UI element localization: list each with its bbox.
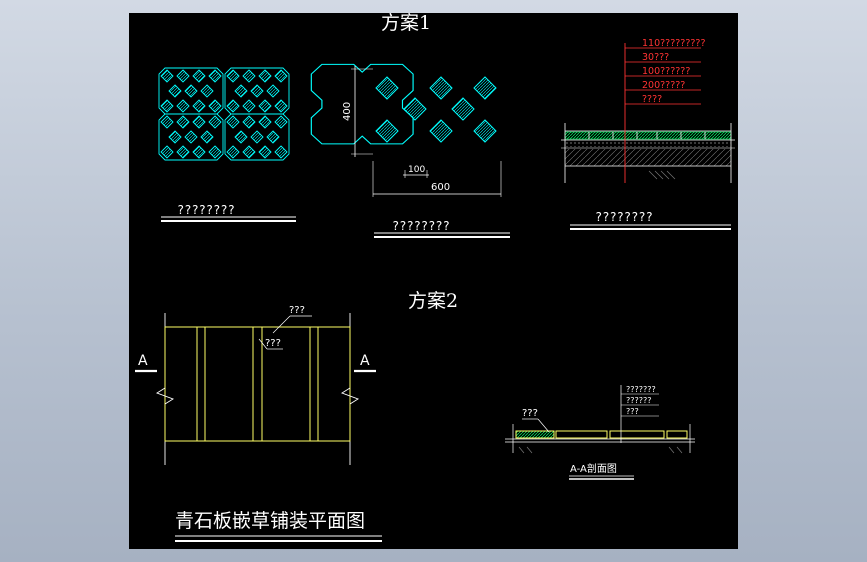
plan-callout-bottom: ??? bbox=[265, 338, 281, 349]
plan-callout-top: ??? bbox=[289, 305, 305, 316]
grass-pocket bbox=[274, 99, 288, 113]
section-callout: ??? bbox=[522, 408, 538, 419]
stone-slab-plan: A A ??? ??? bbox=[135, 305, 376, 465]
grass-pocket bbox=[160, 145, 174, 159]
grass-pocket bbox=[160, 69, 174, 83]
scheme2-title: 方案2 bbox=[408, 290, 458, 312]
grass-pocket bbox=[266, 84, 280, 98]
dim-width-label: 600 bbox=[431, 182, 450, 193]
caption-left: ???????? bbox=[177, 203, 235, 217]
grass-pocket bbox=[208, 99, 222, 113]
grass-pocket bbox=[274, 69, 288, 83]
layer-labels: 110????????? 30??? 100?????? 200????????? bbox=[625, 38, 706, 105]
grass-pocket bbox=[234, 84, 248, 98]
layer-label: 200????? bbox=[642, 80, 685, 91]
section-mark-right: A bbox=[360, 353, 370, 369]
grass-pocket bbox=[226, 115, 240, 129]
grass-pocket bbox=[266, 130, 280, 144]
grass-pocket bbox=[160, 99, 174, 113]
layer-label: 100?????? bbox=[642, 66, 690, 77]
section-layer-label: ??? bbox=[626, 407, 639, 416]
scheme1-title: 方案1 bbox=[381, 13, 431, 34]
grass-pocket bbox=[451, 97, 475, 121]
grass-pocket bbox=[242, 115, 256, 129]
grass-pocket bbox=[184, 84, 198, 98]
section-mark-left: A bbox=[138, 353, 148, 369]
layer-label: ???? bbox=[642, 94, 662, 105]
section-layer-labels: ???????????????? bbox=[621, 385, 659, 417]
caption-right: ???????? bbox=[595, 210, 653, 224]
grass-pocket bbox=[176, 99, 190, 113]
tile-outline bbox=[224, 113, 290, 161]
tile-outline bbox=[158, 113, 224, 161]
grass-pocket bbox=[258, 99, 272, 113]
grass-pocket bbox=[274, 145, 288, 159]
grass-pocket bbox=[208, 69, 222, 83]
tile-grid-plan bbox=[158, 67, 290, 161]
grass-pocket bbox=[242, 145, 256, 159]
grass-pocket bbox=[234, 130, 248, 144]
grass-pocket bbox=[168, 84, 182, 98]
grass-pocket bbox=[258, 145, 272, 159]
grass-pocket bbox=[200, 130, 214, 144]
dim-small-label: 100 bbox=[408, 165, 425, 175]
layer-label: 110????????? bbox=[642, 38, 706, 49]
dim-height-label: 400 bbox=[342, 102, 353, 121]
grass-pocket bbox=[176, 145, 190, 159]
grass-pocket bbox=[208, 115, 222, 129]
grass-pocket bbox=[176, 69, 190, 83]
grass-pocket bbox=[258, 69, 272, 83]
grass-pocket bbox=[200, 84, 214, 98]
grass-pocket bbox=[242, 99, 256, 113]
grass-pocket bbox=[250, 84, 264, 98]
caption-mid: ???????? bbox=[392, 219, 450, 233]
grass-pocket bbox=[473, 76, 497, 100]
grass-pocket bbox=[192, 69, 206, 83]
grass-pocket bbox=[250, 130, 264, 144]
section-caption: A-A剖面图 bbox=[570, 462, 617, 475]
aa-section: ??? ???????????????? A-A剖面图 bbox=[505, 385, 695, 480]
grass-pocket bbox=[375, 76, 399, 100]
grass-pocket bbox=[192, 99, 206, 113]
layer-section: 110????????? 30??? 100?????? 200????????? bbox=[561, 38, 735, 183]
grass-pocket bbox=[226, 145, 240, 159]
grass-pocket bbox=[375, 119, 399, 143]
grass-pocket bbox=[242, 69, 256, 83]
section-layer-label: ??????? bbox=[626, 385, 656, 394]
grass-pocket bbox=[168, 130, 182, 144]
grass-pocket bbox=[473, 119, 497, 143]
cad-drawing: 方案1 ???????? 400 600 100 ???????? bbox=[135, 13, 735, 542]
grass-pocket bbox=[274, 115, 288, 129]
grass-pocket bbox=[429, 119, 453, 143]
cad-drawing-canvas: 方案1 ???????? 400 600 100 ???????? bbox=[129, 13, 738, 549]
grass-pocket bbox=[226, 99, 240, 113]
main-title: 青石板嵌草铺装平面图 bbox=[175, 510, 365, 532]
grass-pocket bbox=[258, 115, 272, 129]
grass-pocket bbox=[192, 115, 206, 129]
grass-pocket bbox=[192, 145, 206, 159]
grass-pocket bbox=[403, 97, 427, 121]
grass-pocket bbox=[176, 115, 190, 129]
grass-pockets bbox=[375, 76, 497, 143]
grass-pocket bbox=[226, 69, 240, 83]
tile-detail: 400 600 100 bbox=[310, 63, 502, 197]
layer-label: 30??? bbox=[642, 52, 669, 63]
grass-pocket bbox=[184, 130, 198, 144]
grass-pocket bbox=[429, 76, 453, 100]
section-layer-label: ?????? bbox=[626, 396, 651, 405]
grass-pocket bbox=[160, 115, 174, 129]
grass-pocket bbox=[208, 145, 222, 159]
